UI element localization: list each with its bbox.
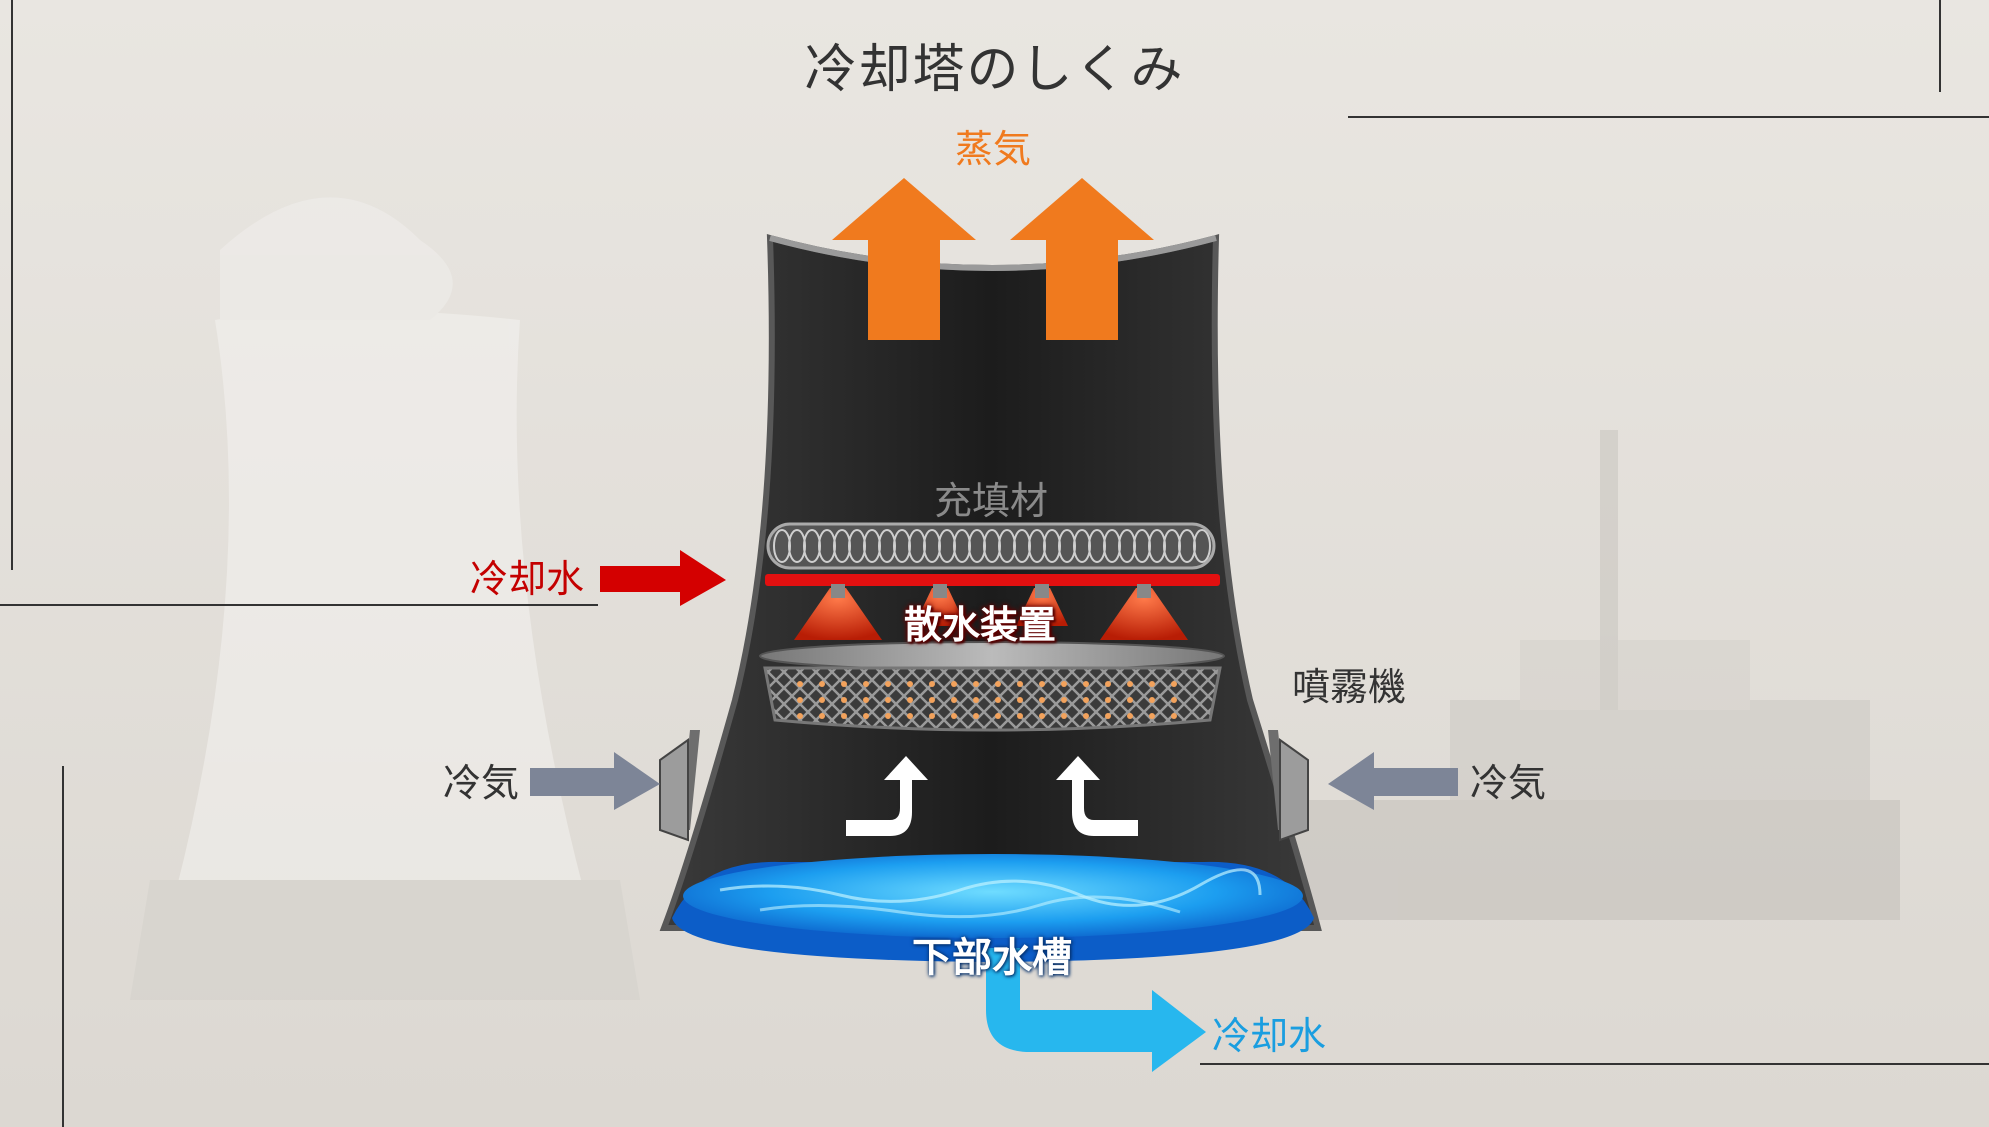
updraft-arrow-right (1056, 756, 1138, 836)
sprayer-lattice (763, 666, 1222, 732)
cooling-water-label: 冷却水 (1212, 1014, 1327, 1058)
background-factory-silhouette (1200, 430, 1900, 920)
fill-material-label: 充填材 (934, 479, 1049, 523)
tower-top-rim (769, 235, 1217, 272)
fill-material (766, 522, 1216, 570)
background-cooling-tower-silhouette (130, 197, 640, 1000)
steam-arrow-right (1010, 178, 1154, 340)
hot-water-pipe (765, 574, 1220, 586)
sprinkler-nozzles (794, 584, 1188, 640)
hot-water-arrow (600, 550, 726, 606)
cold-air-label-right: 冷気 (1470, 761, 1547, 805)
cold-air-arrow-left (530, 752, 660, 810)
hot-water-label: 冷却水 (470, 557, 585, 601)
updraft-arrow-left (846, 756, 928, 836)
cold-air-arrow-right (1328, 752, 1458, 810)
page-title: 冷却塔のしくみ (804, 40, 1185, 100)
sprayer-label: 噴霧機 (1292, 665, 1407, 709)
left-louver (659, 730, 700, 842)
basin-label: 下部水槽 (912, 935, 1072, 981)
sprinkler-label: 散水装置 (904, 603, 1057, 647)
steam-arrow-left (832, 178, 976, 340)
cooling-water-arrow (986, 948, 1206, 1072)
basin-water (672, 854, 1314, 962)
steam-label: 蒸気 (955, 127, 1032, 171)
right-louver (1268, 730, 1309, 842)
cold-air-label-left: 冷気 (443, 761, 520, 805)
